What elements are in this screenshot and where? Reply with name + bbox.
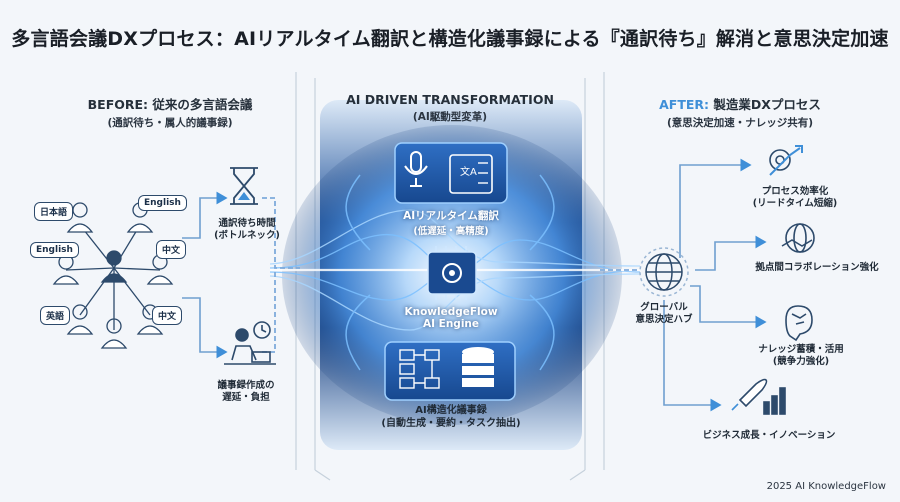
hub-label: グローバル 意思決定ハブ	[635, 302, 693, 326]
language-bubble: 中文	[152, 306, 183, 325]
language-bubble: 日本語	[34, 202, 74, 221]
person-3	[52, 254, 80, 285]
engine-label: KnowledgeFlow AI Engine	[404, 306, 498, 330]
minutes-delay-label: 議事録作成の 遅延・負担	[217, 380, 275, 404]
language-bubble: English	[30, 242, 79, 258]
language-bubble: 中文	[156, 240, 187, 259]
person-icons	[52, 202, 174, 349]
desk-worker-icon	[224, 321, 276, 365]
svg-text:文A: 文A	[460, 165, 477, 178]
person-center	[100, 250, 128, 283]
handshake-globe-icon	[781, 223, 815, 253]
after-heading: AFTER: 製造業DXプロセス (意思決定加速・ナレッジ共有)	[659, 97, 821, 129]
outcome-process-efficiency: プロセス効率化 (リードタイム短縮)	[752, 186, 838, 210]
translation-card: 文A	[394, 142, 508, 204]
outcome-collaboration: 拠点間コラボレーション強化	[755, 262, 879, 273]
language-bubble: English	[138, 195, 187, 211]
engine-chip	[427, 246, 477, 300]
language-bubble: 英語	[40, 306, 71, 325]
before-arrows	[182, 191, 228, 359]
person-5	[66, 304, 94, 335]
center-heading: AI DRIVEN TRANSFORMATION (AI駆動型変革)	[346, 92, 554, 123]
outcome-knowledge: ナレッジ蓄積・活用 (競争力強化)	[758, 344, 844, 368]
wait-time-label: 通訳待ち時間 (ボトルネック)	[214, 218, 280, 242]
before-heading: BEFORE: 従来の多言語会議 (通訳待ち・属人的議事録)	[87, 97, 253, 129]
minutes-card	[384, 341, 516, 401]
ai-minutes-label: AI構造化議事録 (自動生成・要約・タスク抽出)	[381, 405, 521, 429]
translation-label: AIリアルタイム翻訳 (低遅延・高精度)	[403, 210, 499, 237]
page-title: 多言語会議DXプロセス：AIリアルタイム翻訳と構造化議事録による『通訳待ち』解消…	[11, 28, 889, 50]
after-connectors	[663, 158, 767, 412]
outcome-business-growth: ビジネス成長・イノベーション	[702, 430, 836, 441]
brain-icon	[785, 305, 813, 342]
hourglass-icon	[230, 167, 258, 205]
footer-credit: 2025 AI KnowledgeFlow	[766, 481, 886, 492]
rocket-chart-icon	[731, 378, 786, 415]
person-6	[136, 304, 164, 335]
gear-arrow-icon	[769, 145, 803, 176]
hub-globe-icon	[639, 247, 689, 297]
person-7	[100, 318, 128, 349]
